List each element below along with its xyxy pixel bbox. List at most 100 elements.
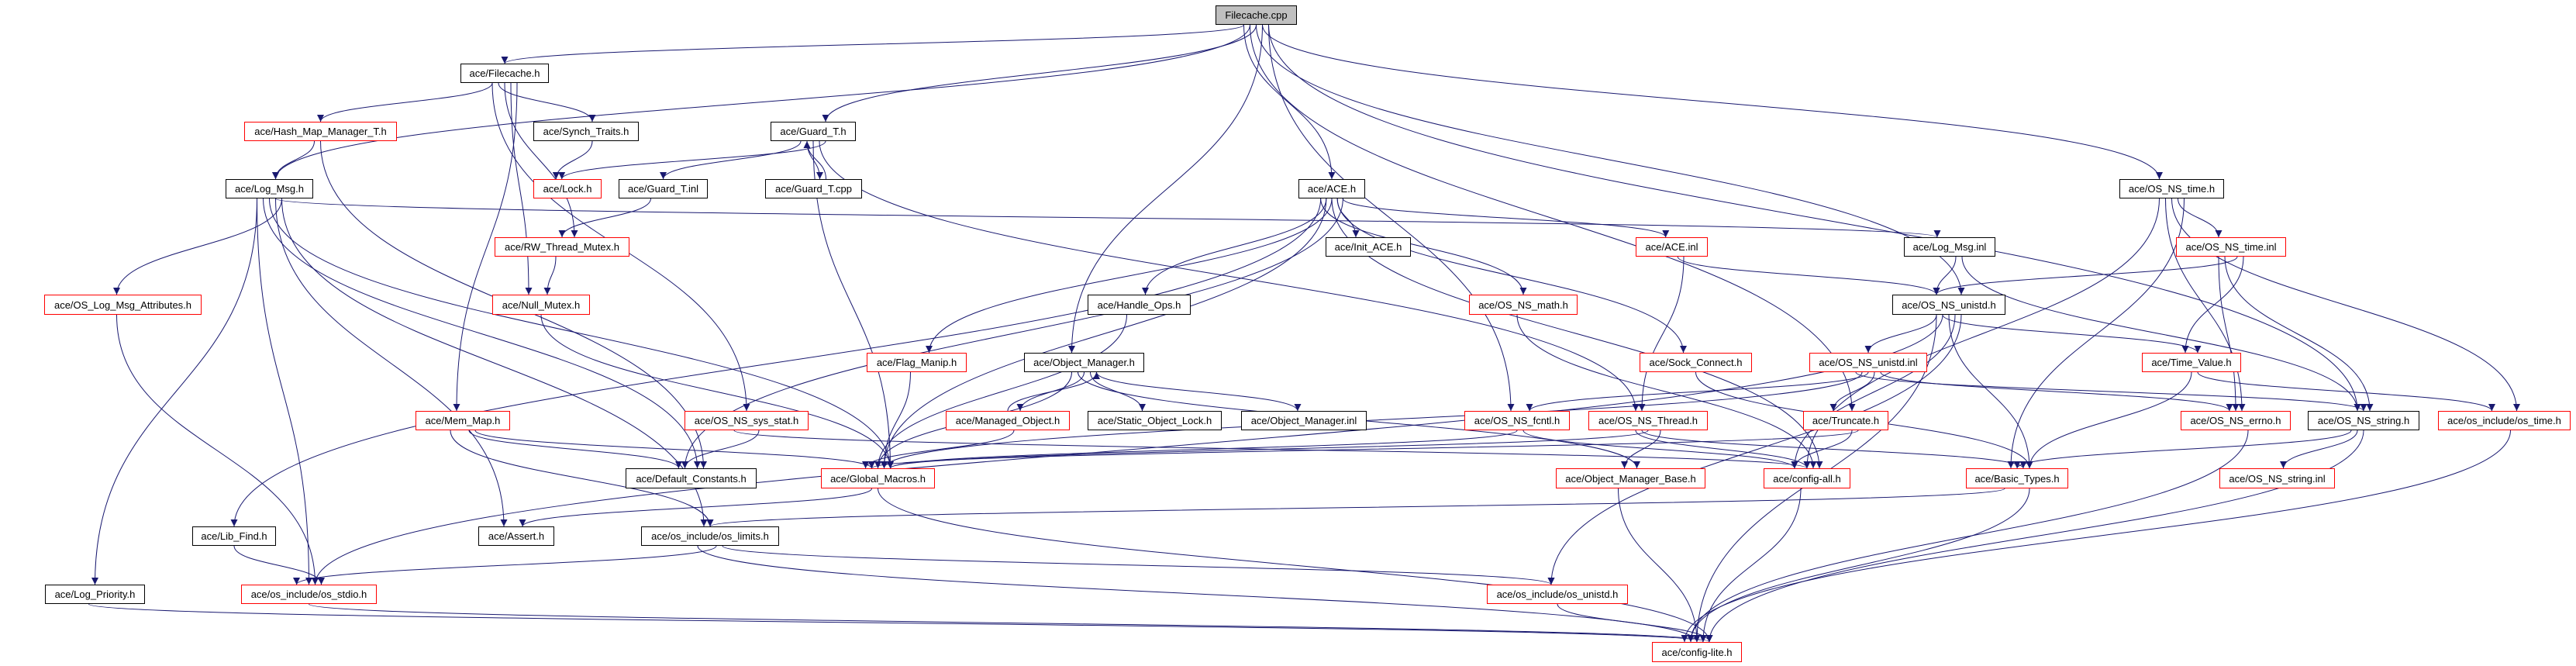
edge-cpp-to-os_ns_fcntl bbox=[1268, 24, 1515, 412]
edge-cpp-to-ace_h bbox=[1243, 24, 1336, 180]
graph-node-log-msg-inl[interactable]: ace/Log_Msg.inl bbox=[1904, 237, 1995, 257]
edge-basic_types-to-os_limits bbox=[707, 488, 2005, 527]
graph-node-os-ns-time-inl[interactable]: ace/OS_NS_time.inl bbox=[2176, 237, 2286, 257]
graph-node-rw-thread-mutex[interactable]: ace/RW_Thread_Mutex.h bbox=[495, 237, 629, 257]
graph-node-guard-t-h[interactable]: ace/Guard_T.h bbox=[771, 122, 856, 141]
graph-node-log-msg-h[interactable]: ace/Log_Msg.h bbox=[226, 179, 313, 198]
edge-cpp-to-os_ns_string_h bbox=[1268, 24, 2361, 412]
edge-os_ns_thread-to-config_all bbox=[1635, 430, 1811, 469]
graph-node-os-ns-sys-stat[interactable]: ace/OS_NS_sys_stat.h bbox=[685, 411, 809, 430]
graph-node-config-all[interactable]: ace/config-all.h bbox=[1764, 468, 1850, 488]
edge-log_msg_h-to-assert bbox=[275, 198, 508, 527]
edge-ace_h-to-ace_inl bbox=[1342, 198, 1670, 238]
graph-node-truncate[interactable]: ace/Truncate.h bbox=[1803, 411, 1888, 430]
edge-os_ns_time_h-to-os_ns_errno bbox=[2165, 198, 2246, 412]
graph-node-null-mutex[interactable]: ace/Null_Mutex.h bbox=[492, 295, 590, 315]
graph-node-object-manager-base[interactable]: ace/Object_Manager_Base.h bbox=[1556, 468, 1705, 488]
edge-os_ns_thread-to-object_manager_base bbox=[1621, 430, 1661, 469]
graph-node-config-lite[interactable]: ace/config-lite.h bbox=[1652, 642, 1742, 662]
edge-truncate-to-config_all bbox=[1791, 430, 1853, 469]
edge-os_ns_string_h-to-basic_types bbox=[2013, 430, 2352, 469]
edge-os_ns_errno-to-config_lite bbox=[1687, 430, 2249, 643]
edge-cpp-to-log_msg_h bbox=[272, 24, 1250, 180]
edge-guard_t_cpp-to-guard_t_h bbox=[803, 140, 826, 180]
graph-node-os-ns-thread[interactable]: ace/OS_NS_Thread.h bbox=[1588, 411, 1708, 430]
edge-filecache_h-to-rw_thread_mutex bbox=[504, 82, 578, 238]
graph-node-hash-map[interactable]: ace/Hash_Map_Manager_T.h bbox=[244, 122, 397, 141]
graph-node-os-ns-time-h[interactable]: ace/OS_NS_time.h bbox=[2119, 179, 2224, 198]
edge-mem_map-to-os_limits bbox=[450, 430, 714, 527]
edge-mem_map-to-global_macros bbox=[474, 430, 875, 469]
edge-ace_h-to-flag_manip bbox=[926, 198, 1333, 354]
graph-node-os-limits[interactable]: ace/os_include/os_limits.h bbox=[641, 526, 779, 546]
graph-node-os-stdio[interactable]: ace/os_include/os_stdio.h bbox=[241, 585, 377, 604]
edge-synch_traits-to-lock_h bbox=[552, 140, 593, 180]
graph-node-basic-types[interactable]: ace/Basic_Types.h bbox=[1966, 468, 2068, 488]
graph-node-guard-t-inl[interactable]: ace/Guard_T.inl bbox=[619, 179, 708, 198]
graph-node-static-object-lock[interactable]: ace/Static_Object_Lock.h bbox=[1088, 411, 1222, 430]
edge-os_ns_time_inl-to-os_ns_errno bbox=[2218, 256, 2240, 412]
graph-node-os-ns-math[interactable]: ace/OS_NS_math.h bbox=[1469, 295, 1578, 315]
graph-node-os-ns-string-h[interactable]: ace/OS_NS_string.h bbox=[2308, 411, 2419, 430]
edge-os_ns_thread-to-basic_types bbox=[1641, 430, 2027, 469]
edge-log_msg_h-to-os_log_msg_attr bbox=[113, 198, 282, 295]
edge-global_macros-to-config_lite bbox=[878, 488, 1713, 643]
edge-log_msg_inl-to-os_ns_string_h bbox=[1961, 256, 2361, 412]
graph-node-ace-inl[interactable]: ace/ACE.inl bbox=[1636, 237, 1708, 257]
edge-os_ns_string_h-to-os_ns_string_inl bbox=[2280, 430, 2358, 469]
graph-node-os-ns-errno[interactable]: ace/OS_NS_errno.h bbox=[2181, 411, 2291, 430]
edge-rw_thread_mutex-to-null_mutex bbox=[543, 256, 557, 295]
edge-time_value-to-os_time bbox=[2197, 371, 2495, 412]
edge-ace_h-to-os_ns_math bbox=[1320, 198, 1527, 295]
graph-node-assert[interactable]: ace/Assert.h bbox=[478, 526, 554, 546]
edge-os_limits-to-os_stdio bbox=[293, 545, 717, 585]
edge-ace_h-to-lib_find bbox=[230, 198, 1322, 527]
edge-hash_map-to-log_msg_h bbox=[272, 140, 315, 180]
graph-node-handle-ops[interactable]: ace/Handle_Ops.h bbox=[1088, 295, 1191, 315]
graph-node-log-priority[interactable]: ace/Log_Priority.h bbox=[45, 585, 145, 604]
edge-os_ns_time_inl-to-os_ns_string_h bbox=[2224, 256, 2374, 412]
edge-log_msg_h-to-global_macros bbox=[269, 198, 894, 469]
graph-node-object-manager-inl[interactable]: ace/Object_Manager.inl bbox=[1241, 411, 1367, 430]
graph-node-sock-connect[interactable]: ace/Sock_Connect.h bbox=[1640, 353, 1752, 372]
graph-node-init-ace[interactable]: ace/Init_ACE.h bbox=[1326, 237, 1411, 257]
edge-os_ns_fcntl-to-config_all bbox=[1522, 430, 1798, 469]
edge-os_ns_fcntl-to-global_macros bbox=[887, 430, 1518, 469]
graph-node-object-manager-h[interactable]: ace/Object_Manager.h bbox=[1024, 353, 1144, 372]
edge-os_unistd-to-config_lite bbox=[1557, 603, 1713, 643]
edge-guard_t_inl-to-rw_thread_mutex bbox=[558, 198, 651, 238]
graph-node-time-value[interactable]: ace/Time_Value.h bbox=[2142, 353, 2241, 372]
graph-node-managed-object[interactable]: ace/Managed_Object.h bbox=[946, 411, 1070, 430]
graph-node-filecache-h[interactable]: ace/Filecache.h bbox=[460, 64, 549, 83]
edge-guard_t_h-to-lock_h bbox=[558, 140, 826, 180]
graph-node-os-ns-fcntl[interactable]: ace/OS_NS_fcntl.h bbox=[1464, 411, 1570, 430]
graph-node-os-ns-unistd-inl[interactable]: ace/OS_NS_unistd.inl bbox=[1809, 353, 1927, 372]
edge-os_limits-to-os_unistd bbox=[722, 545, 1555, 585]
edge-log_msg_h-to-log_priority bbox=[91, 198, 257, 585]
graph-node-guard-t-cpp[interactable]: ace/Guard_T.cpp bbox=[765, 179, 862, 198]
edge-os_ns_unistd_h-to-os_unistd bbox=[1547, 314, 1962, 585]
edge-ace_h-to-global_macros bbox=[881, 198, 1327, 469]
graph-node-ace-h[interactable]: ace/ACE.h bbox=[1298, 179, 1365, 198]
graph-node-mem-map[interactable]: ace/Mem_Map.h bbox=[416, 411, 510, 430]
graph-node-os-ns-string-inl[interactable]: ace/OS_NS_string.inl bbox=[2219, 468, 2335, 488]
graph-node-os-ns-unistd-h[interactable]: ace/OS_NS_unistd.h bbox=[1892, 295, 2005, 315]
edge-managed_object-to-global_macros bbox=[862, 430, 1015, 469]
graph-node-synch-traits[interactable]: ace/Synch_Traits.h bbox=[533, 122, 639, 141]
graph-node-os-time[interactable]: ace/os_include/os_time.h bbox=[2438, 411, 2571, 430]
edge-os_ns_time_inl-to-time_value bbox=[2181, 256, 2244, 354]
graph-node-default-constants[interactable]: ace/Default_Constants.h bbox=[626, 468, 757, 488]
graph-node-global-macros[interactable]: ace/Global_Macros.h bbox=[821, 468, 935, 488]
graph-node-os-unistd[interactable]: ace/os_include/os_unistd.h bbox=[1487, 585, 1628, 604]
graph-node-lock-h[interactable]: ace/Lock.h bbox=[533, 179, 602, 198]
edge-object_manager_h-to-object_manager_inl bbox=[1096, 371, 1302, 412]
edge-mem_map-to-default_constants bbox=[468, 430, 682, 469]
edge-log_priority-to-config_lite bbox=[88, 603, 1706, 643]
graph-node-flag-manip[interactable]: ace/Flag_Manip.h bbox=[867, 353, 967, 372]
edge-filecache_h-to-synch_traits bbox=[498, 82, 596, 123]
edge-global_macros-to-assert bbox=[519, 488, 872, 527]
graph-node-os-log-msg-attr[interactable]: ace/OS_Log_Msg_Attributes.h bbox=[44, 295, 202, 315]
graph-node-lib-find[interactable]: ace/Lib_Find.h bbox=[192, 526, 276, 546]
graph-node-cpp[interactable]: Filecache.cpp bbox=[1216, 5, 1297, 25]
